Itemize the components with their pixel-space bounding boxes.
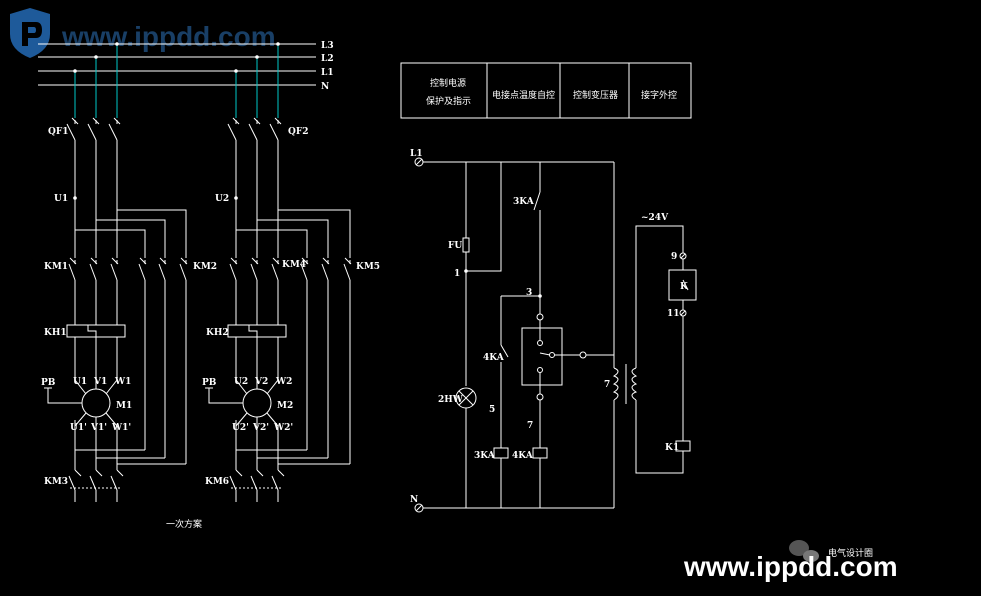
km4-km5-bypass — [235, 209, 352, 465]
m2-term-v: V2 — [254, 377, 268, 387]
m1-term-v: V1 — [93, 377, 107, 387]
m2-bottom-v: V2' — [252, 423, 269, 433]
4ka-contact-label: 4KA — [483, 353, 505, 363]
table-header-external: 接字外控 — [641, 89, 677, 101]
motor-m2-icon — [205, 379, 279, 470]
caption-primary-scheme: 一次方案 — [166, 518, 202, 530]
km1-contacts — [68, 257, 119, 325]
km4-label: KM4 — [282, 260, 306, 270]
k1-label: K1 — [665, 443, 679, 453]
kh2-relay — [227, 324, 287, 380]
u1-node-label: U1 — [54, 194, 68, 204]
node-5-label: 5 — [489, 405, 495, 415]
volt-label: ~24V — [641, 213, 669, 223]
m2-bottom-u: U2' — [232, 423, 249, 433]
qf1-label: QF1 — [48, 127, 69, 137]
kh1-relay — [66, 324, 126, 380]
lamp-label: 2HW — [438, 395, 464, 405]
pb2-label: PB — [202, 378, 217, 388]
n-label: N — [410, 495, 418, 505]
kh2-label: KH2 — [206, 328, 229, 338]
node-7b-label: 7 — [604, 380, 610, 390]
watermark-wechat: 电气设计圈 — [828, 547, 873, 559]
l1-label: L1 — [410, 149, 423, 159]
fu-label: FU — [448, 241, 462, 251]
terminal-9-label: 9 — [671, 252, 677, 262]
logo-shield-icon — [10, 8, 50, 58]
m1-term-u: U1 — [73, 377, 87, 387]
km5-label: KM5 — [356, 262, 380, 272]
qf2-breaker — [227, 117, 282, 258]
table-header-temp: 电接点温度自控 — [492, 89, 555, 101]
watermark-top: www.ippdd.com — [61, 21, 276, 52]
m2-label: M2 — [277, 401, 293, 411]
coil-3ka-label: 3KA — [474, 451, 496, 461]
watermark-bottom: www.ippdd.com — [683, 551, 898, 582]
bus-lines — [38, 43, 316, 86]
km3-label: KM3 — [44, 477, 68, 487]
coil-4ka-label: 4KA — [512, 451, 534, 461]
m1-term-w: W1 — [114, 377, 131, 387]
wechat-icon — [789, 540, 819, 562]
node-1-label: 1 — [454, 269, 460, 279]
left-bus-taps — [73, 42, 119, 118]
m1-bottom-v: V1' — [90, 423, 107, 433]
qf2-label: QF2 — [288, 127, 309, 137]
bus-label-l1: L1 — [321, 68, 334, 78]
bus-label-l2: L2 — [321, 54, 334, 64]
m2-term-w: W2 — [275, 377, 292, 387]
table-header-power-line2: 保护及指示 — [426, 95, 471, 107]
km4-contacts — [229, 257, 280, 325]
control-wiring — [414, 157, 697, 513]
km6-contacts — [229, 469, 285, 502]
m1-label: M1 — [116, 401, 132, 411]
u2-node-label: U2 — [215, 194, 229, 204]
qf1-breaker — [66, 117, 121, 258]
m2-term-u: U2 — [234, 377, 248, 387]
pb1-label: PB — [41, 378, 56, 388]
m2-bottom-w: W2' — [273, 423, 293, 433]
km6-label: KM6 — [205, 477, 229, 487]
bus-label-n: N — [321, 82, 329, 92]
kh1-label: KH1 — [44, 328, 67, 338]
node-3-label: 3 — [526, 288, 532, 298]
km1-label: KM1 — [44, 262, 68, 272]
right-bus-taps — [234, 42, 280, 118]
table-header-transformer: 控制变压器 — [573, 89, 618, 101]
table-header-power-line1: 控制电源 — [430, 77, 466, 89]
km2-label: KM2 — [193, 262, 217, 272]
terminal-11-label: 11 — [667, 309, 680, 319]
node-7a-label: 7 — [527, 421, 533, 431]
motor-m1-icon — [44, 379, 118, 470]
km3-contacts — [68, 469, 124, 502]
k-label: K — [680, 282, 689, 292]
header-table — [400, 62, 692, 119]
3ka-contact-label: 3KA — [513, 197, 535, 207]
m1-bottom-w: W1' — [111, 423, 131, 433]
bus-label-l3: L3 — [321, 41, 334, 51]
m1-bottom-u: U1' — [70, 423, 87, 433]
